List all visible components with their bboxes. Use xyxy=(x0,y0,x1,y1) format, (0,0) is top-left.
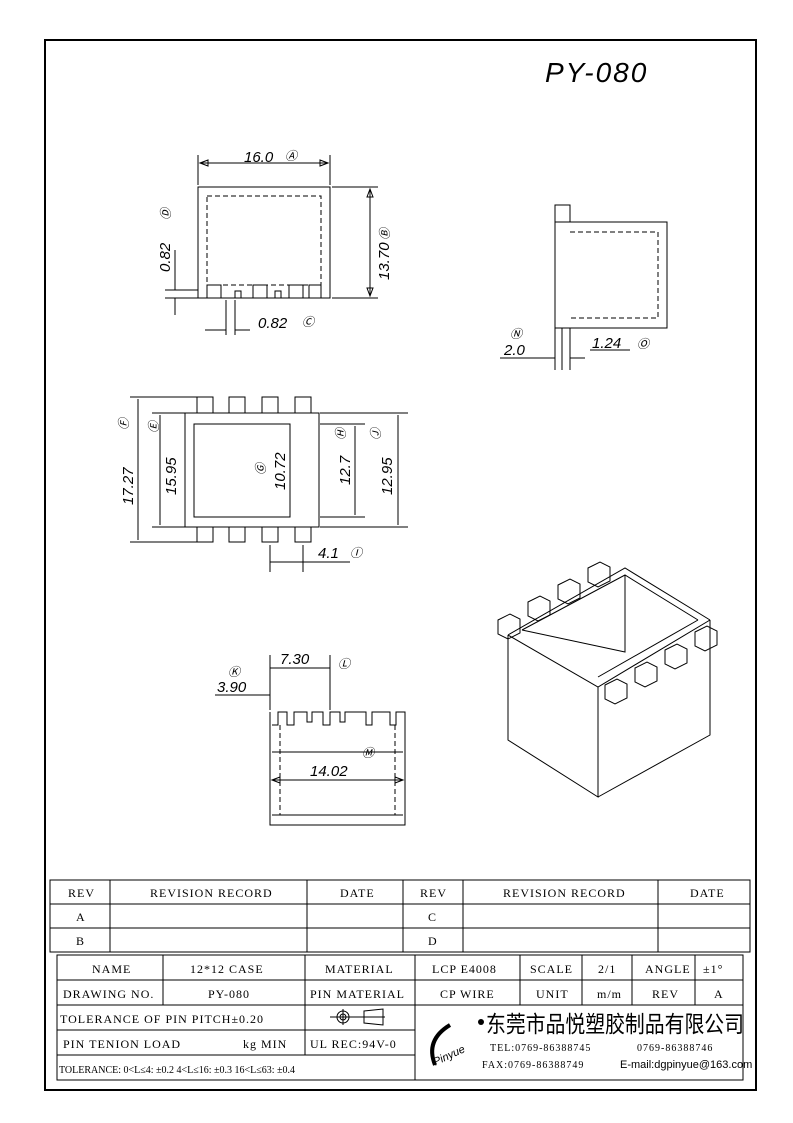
angle-value: ±1° xyxy=(703,962,723,976)
material-value: LCP E4008 xyxy=(432,962,497,976)
side-view: 2.0 Ⓝ 1.24 Ⓞ xyxy=(500,204,668,370)
dim-f: 17.27 xyxy=(120,467,137,505)
telephone-2: 0769-86388746 xyxy=(637,1043,713,1054)
email: E-mail:dgpinyue@163.com xyxy=(620,1059,752,1071)
dim-b: 13.70 xyxy=(376,242,393,280)
dim-m-tag: Ⓜ xyxy=(362,746,376,760)
dim-h: 12.7 xyxy=(337,455,354,485)
dim-a-tag: Ⓐ xyxy=(285,149,299,163)
pin-pitch-tolerance: TOLERANCE OF PIN PITCH±0.20 xyxy=(60,1012,264,1026)
name-value: 12*12 CASE xyxy=(190,962,264,976)
rev-header: REV xyxy=(68,886,95,900)
pin-material-label: PIN MATERIAL xyxy=(310,987,405,1001)
rev-b: B xyxy=(76,934,85,948)
rev-c: C xyxy=(428,910,437,924)
top-view: 17.27 Ⓕ 15.95 Ⓔ 10.72 Ⓖ 12.7 Ⓗ 12.95 Ⓙ 4… xyxy=(117,396,408,572)
dim-c-tag: Ⓒ xyxy=(302,315,316,329)
rev-label: REV xyxy=(652,987,679,1001)
dim-o: 1.24 xyxy=(592,335,621,352)
dim-k-tag: Ⓚ xyxy=(228,665,242,679)
rev-d: D xyxy=(428,934,438,948)
pinyue-logo: Pinyue xyxy=(430,1019,484,1068)
unit-label: UNIT xyxy=(536,987,569,1001)
dim-i-tag: Ⓘ xyxy=(350,546,364,560)
projection-symbol-icon xyxy=(330,1008,385,1026)
dim-a: 16.0 xyxy=(244,149,274,166)
dim-k: 3.90 xyxy=(217,679,247,696)
date-header-2: DATE xyxy=(690,886,725,900)
logo-text: Pinyue xyxy=(431,1043,467,1068)
revision-record-header-2: REVISION RECORD xyxy=(503,886,626,900)
dim-o-tag: Ⓞ xyxy=(637,337,651,351)
title-block: NAME 12*12 CASE MATERIAL LCP E4008 SCALE… xyxy=(56,954,752,1081)
dim-d: 0.82 xyxy=(157,242,174,272)
sheet-border xyxy=(44,39,757,1091)
dim-m: 14.02 xyxy=(310,763,348,780)
dim-n: 2.0 xyxy=(503,342,526,359)
pin-material-value: CP WIRE xyxy=(440,987,495,1001)
front-view: 16.0 Ⓐ 13.70 Ⓑ 0.82 Ⓓ 0.82 Ⓒ xyxy=(157,149,393,335)
isometric-view xyxy=(497,561,718,798)
pin-load-label: PIN TENION LOAD xyxy=(63,1037,181,1051)
dim-e-tag: Ⓔ xyxy=(147,419,161,433)
dim-l: 7.30 xyxy=(280,651,310,668)
revision-table: REV REVISION RECORD DATE REV REVISION RE… xyxy=(49,879,751,953)
dim-d-tag: Ⓓ xyxy=(159,206,173,220)
dim-n-tag: Ⓝ xyxy=(510,327,524,341)
general-tolerance: TOLERANCE: 0<L≤4: ±0.2 4<L≤16: ±0.3 16<L… xyxy=(59,1065,295,1076)
rev-value: A xyxy=(714,987,724,1001)
dim-i: 4.1 xyxy=(318,545,339,562)
dim-h-tag: Ⓗ xyxy=(334,426,348,440)
rev-a: A xyxy=(76,910,86,924)
dim-j: 12.95 xyxy=(379,457,396,495)
dim-l-tag: Ⓛ xyxy=(338,657,352,671)
dim-b-tag: Ⓑ xyxy=(378,226,392,240)
rev-header-2: REV xyxy=(420,886,447,900)
dim-j-tag: Ⓙ xyxy=(369,426,383,440)
dim-g-tag: Ⓖ xyxy=(254,461,268,475)
dim-f-tag: Ⓕ xyxy=(117,416,131,430)
angle-label: ANGLE xyxy=(645,962,691,976)
material-label: MATERIAL xyxy=(325,962,394,976)
fax: FAX:0769-86388749 xyxy=(482,1060,584,1071)
pin-load-unit: kg MIN xyxy=(243,1037,287,1051)
dim-e: 15.95 xyxy=(163,457,180,495)
telephone: TEL:0769-86388745 xyxy=(490,1043,591,1054)
bottom-view: 7.30 Ⓛ 3.90 Ⓚ 14.02 Ⓜ xyxy=(215,651,406,826)
ul-rating: UL REC:94V-0 xyxy=(310,1037,397,1051)
scale-label: SCALE xyxy=(530,962,573,976)
drawing-title: PY-080 xyxy=(545,57,648,88)
date-header: DATE xyxy=(340,886,375,900)
name-label: NAME xyxy=(92,962,131,976)
scale-value: 2/1 xyxy=(598,962,616,976)
unit-value: m/m xyxy=(597,987,622,1001)
dim-c: 0.82 xyxy=(258,315,288,332)
drawing-no-value: PY-080 xyxy=(208,987,250,1001)
revision-record-header: REVISION RECORD xyxy=(150,886,273,900)
company-name: 东莞市品悦塑胶制品有限公司 xyxy=(486,1012,744,1038)
drawing-no-label: DRAWING NO. xyxy=(63,987,154,1001)
dim-g: 10.72 xyxy=(272,452,289,490)
